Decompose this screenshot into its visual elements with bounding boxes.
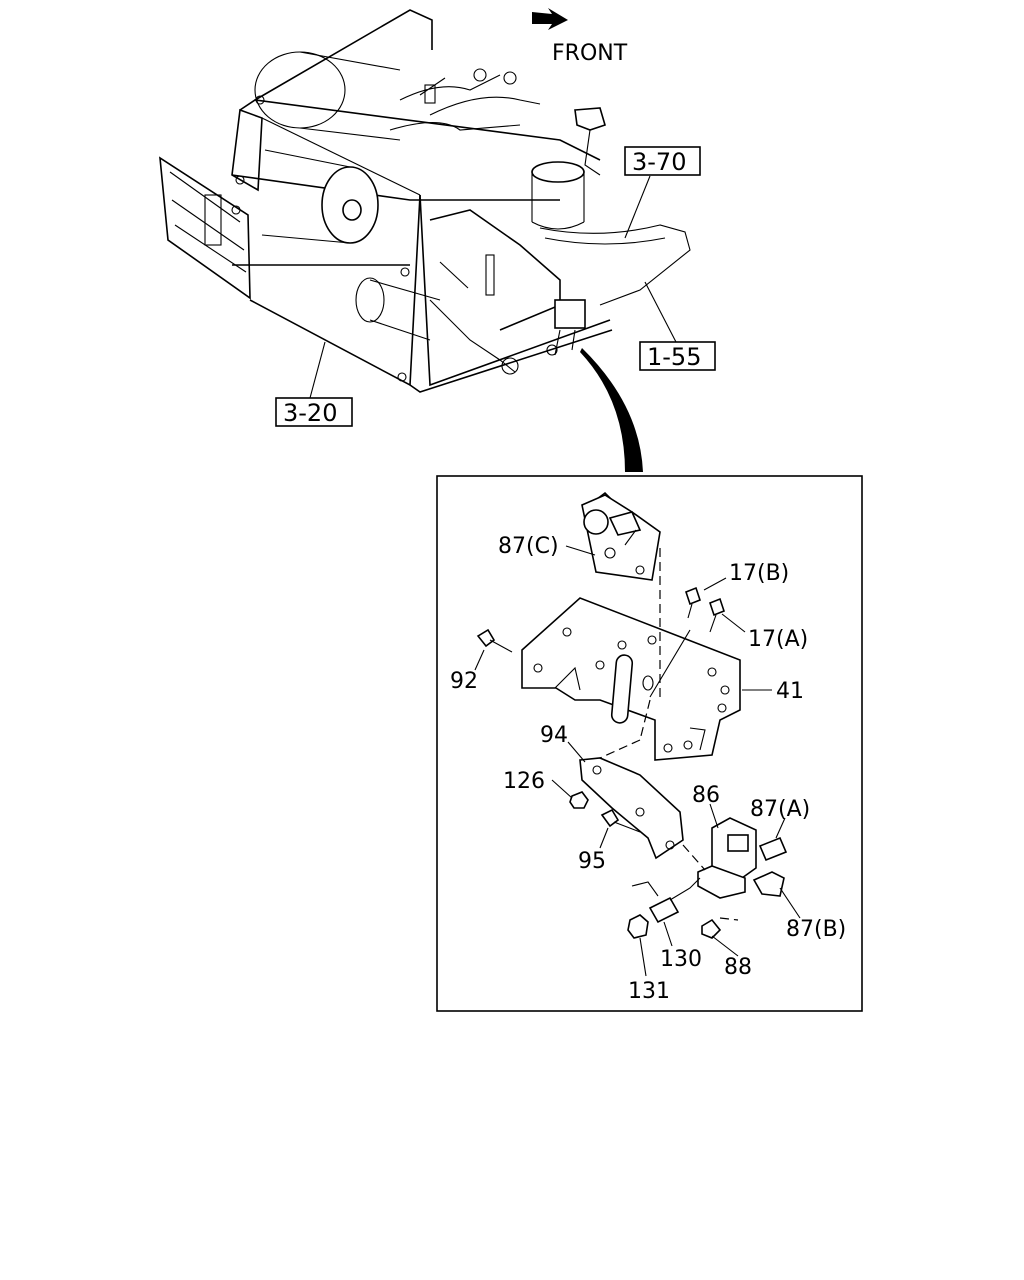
label-88: 88: [724, 955, 752, 980]
front-label: FRONT: [552, 41, 628, 66]
label-126: 126: [503, 769, 545, 794]
svg-text:1-55: 1-55: [647, 343, 701, 371]
reference-3-70[interactable]: 3-70: [624, 146, 701, 176]
reference-1-55[interactable]: 1-55: [639, 341, 716, 371]
svg-text:3-20: 3-20: [283, 399, 337, 427]
label-87b: 87(B): [786, 917, 846, 942]
label-92: 92: [450, 669, 478, 694]
detail-frame: [436, 475, 863, 1012]
label-131: 131: [628, 979, 670, 1004]
label-94: 94: [540, 723, 568, 748]
detail-pointer-arrow: [580, 348, 643, 472]
svg-text:3-70: 3-70: [632, 148, 686, 176]
label-86: 86: [692, 783, 720, 808]
detail-drawing: [476, 491, 788, 939]
label-41: 41: [776, 679, 804, 704]
label-130: 130: [660, 947, 702, 972]
label-95: 95: [578, 849, 606, 874]
label-17b: 17(B): [729, 561, 789, 586]
label-87a: 87(A): [750, 797, 810, 822]
overall-assembly-drawing: [159, 9, 691, 393]
leader-lines: [474, 545, 801, 977]
label-87c: 87(C): [498, 534, 559, 559]
reference-3-20[interactable]: 3-20: [275, 397, 353, 427]
front-arrow-icon: [532, 8, 568, 30]
label-17a: 17(A): [748, 627, 808, 652]
